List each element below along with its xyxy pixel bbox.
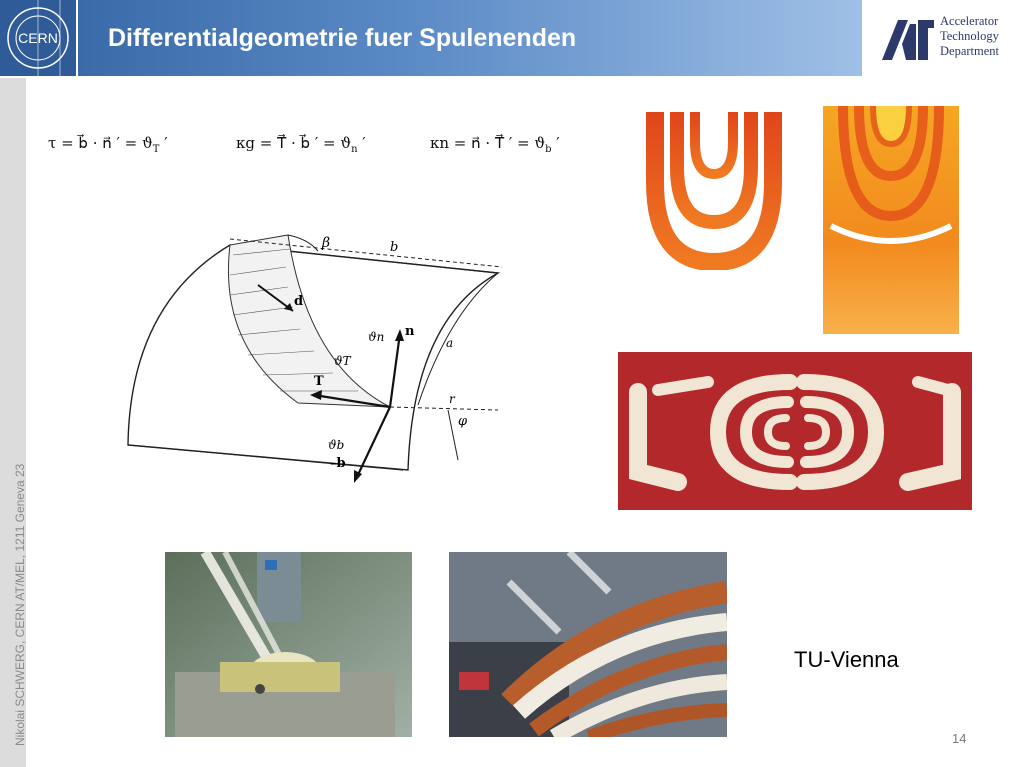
coil-end-geometry-diagram: b β d n ϑn ϑT T ϑb –b a r φ	[127, 234, 503, 483]
department-name: Accelerator Technology Department	[940, 14, 999, 59]
label-theta-t: ϑT	[334, 354, 352, 368]
department-line-2: Technology	[940, 29, 999, 43]
label-beta: β	[321, 235, 330, 251]
label-r: r	[449, 392, 456, 406]
title-bar: Differentialgeometrie fuer Spulenenden	[78, 0, 862, 76]
label-d: d	[294, 294, 303, 309]
at-logo-icon	[882, 20, 934, 60]
coil-end-render-left	[646, 112, 782, 270]
label-theta-n: ϑn	[368, 330, 384, 344]
label-theta-b: ϑb	[328, 438, 344, 452]
label-phi: φ	[458, 414, 468, 429]
image-credit-caption: TU-Vienna	[794, 647, 899, 672]
cern-logo: CERN	[7, 0, 69, 76]
department-logo: Accelerator Technology Department	[880, 14, 1010, 64]
label-n: n	[405, 324, 415, 339]
department-line-3: Department	[940, 44, 1000, 58]
coil-end-render-right	[823, 106, 959, 334]
author-footer-text: Nikolai SCHWERG, CERN AT/MEL, 1211 Genev…	[13, 463, 27, 746]
cern-logo-text: CERN	[18, 30, 58, 46]
coil-winding-photo	[449, 552, 727, 737]
department-line-1: Accelerator	[940, 14, 999, 28]
page-title: Differentialgeometrie fuer Spulenenden	[108, 24, 577, 52]
page-number: 14	[952, 731, 967, 746]
side-strip	[0, 78, 26, 767]
label-minus-b: –b	[330, 456, 346, 471]
label-t: T	[314, 374, 324, 389]
label-b: b	[390, 240, 398, 255]
cern-logo-box: CERN	[0, 0, 76, 76]
machining-photo	[165, 552, 412, 737]
formula-normal-curvature: κn = n⃗ · T⃗ ′ = ϑb ′	[430, 134, 560, 155]
formula-torsion: τ = b⃗ · n⃗ ′ = ϑT ′	[48, 134, 168, 155]
coil-spacer-photo	[618, 352, 972, 510]
label-a: a	[446, 336, 453, 350]
formula-geodesic-curvature: κg = T⃗ · b⃗ ′ = ϑn ′	[236, 134, 366, 155]
